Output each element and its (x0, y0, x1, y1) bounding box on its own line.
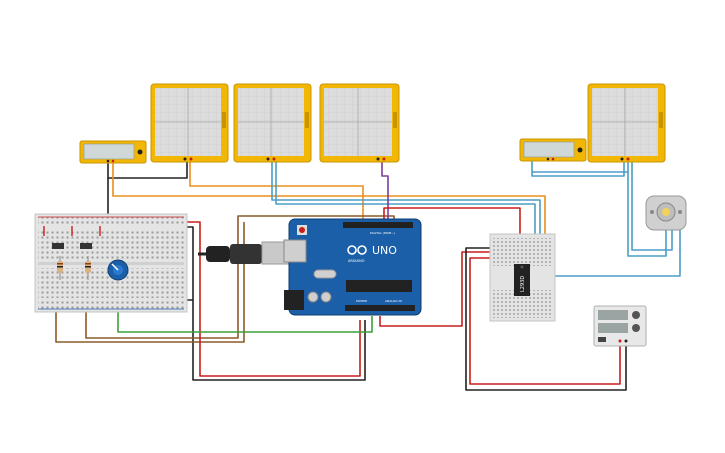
wire-black-supply[interactable] (465, 247, 627, 391)
oscilloscope-3[interactable] (319, 83, 400, 163)
wire-brown-breadboard[interactable] (85, 215, 395, 339)
analog-label: ANALOG IN (385, 299, 402, 303)
usb-port (283, 239, 307, 263)
wire-red-breadboard-top[interactable] (176, 221, 361, 377)
uno-label: UNO (372, 244, 397, 257)
push-button-2[interactable] (80, 243, 92, 249)
wires (55, 160, 681, 391)
wire-black-gnd-loop[interactable] (186, 226, 366, 381)
wire-black-multimeter-to-breadboard[interactable] (107, 160, 188, 179)
usb-cable (198, 241, 295, 265)
wire-teal-motor-a[interactable] (627, 160, 667, 257)
wire-teal-multimeter2[interactable] (531, 160, 628, 173)
oscilloscope-1[interactable] (150, 83, 229, 163)
wire-teal-motor-b[interactable] (631, 160, 673, 251)
motor-driver-ic[interactable]: L293D (514, 264, 530, 296)
atmega-chip (346, 280, 412, 292)
multimeter-1[interactable] (79, 140, 147, 164)
wire-red-supply[interactable] (469, 257, 621, 385)
arduino-brand-label: ARDUINO (348, 259, 365, 263)
multimeter-2[interactable] (519, 138, 587, 162)
push-button-1[interactable] (52, 243, 64, 249)
dc-motor[interactable] (645, 195, 687, 231)
breadboard-small[interactable]: L293D (489, 233, 556, 322)
digital-label: DIGITAL (PWM~) (370, 231, 395, 235)
digital-header[interactable] (343, 222, 413, 228)
oscilloscope-2[interactable] (233, 83, 312, 163)
arduino-logo (347, 245, 367, 255)
potentiometer[interactable] (107, 259, 129, 281)
resistor-1[interactable] (57, 256, 63, 280)
breadboard-main[interactable] (34, 213, 188, 313)
power-jack (284, 290, 304, 310)
power-supply[interactable] (593, 305, 647, 347)
wire-teal-to-ic[interactable] (548, 228, 681, 277)
power-label: POWER (356, 299, 367, 303)
wire-purple-scope3[interactable] (381, 160, 389, 224)
oscilloscope-4[interactable] (587, 83, 666, 163)
wire-teal-scope4[interactable] (531, 160, 625, 177)
arduino-uno[interactable]: UNO ARDUINO DIGITAL (PWM~) POWER ANALOG … (283, 218, 422, 316)
wire-red-ic-power[interactable] (379, 251, 498, 327)
power-header[interactable] (345, 305, 415, 311)
ic-label: L293D (520, 276, 526, 292)
resistor-2[interactable] (85, 256, 91, 280)
